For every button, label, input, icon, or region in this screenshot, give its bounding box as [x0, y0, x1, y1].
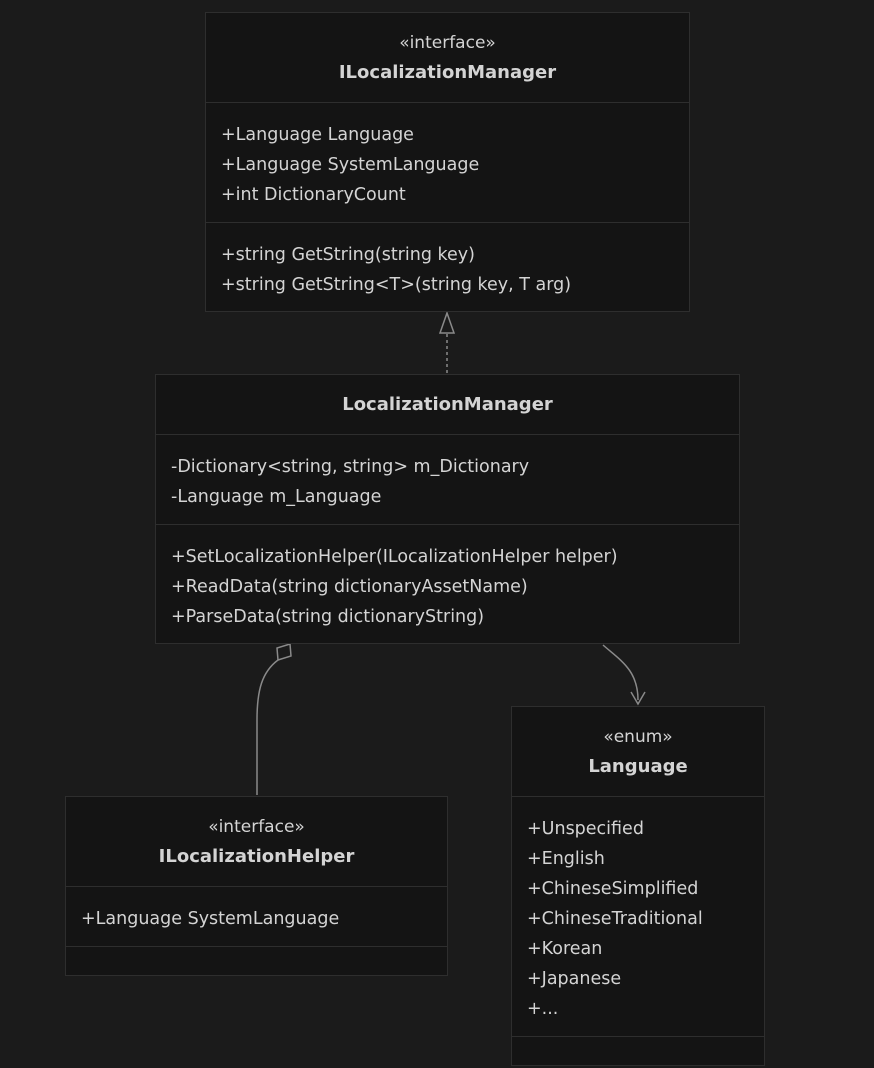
attribute: -Language m_Language	[171, 487, 382, 507]
method: +ParseData(string dictionaryString)	[171, 607, 485, 627]
methods-section	[512, 1037, 764, 1065]
enum-value: +English	[527, 849, 605, 869]
method: +string GetString(string key)	[221, 245, 475, 265]
aggregation-edge	[256, 659, 279, 795]
enum-value: +Japanese	[527, 969, 622, 989]
attribute: -Dictionary<string, string> m_Dictionary	[171, 457, 530, 477]
methods-section: +SetLocalizationHelper(ILocalizationHelp…	[156, 525, 739, 643]
method: +string GetString<T>(string key, T arg)	[221, 275, 572, 295]
enum-value: +ChineseSimplified	[527, 879, 699, 899]
attribute: +Language Language	[221, 125, 414, 145]
attribute: +int DictionaryCount	[221, 185, 406, 205]
class-name: ILocalizationManager	[338, 61, 557, 83]
class-name: LocalizationManager	[342, 393, 553, 415]
realization-arrowhead	[438, 310, 456, 334]
class-header: «interface» ILocalizationManager	[206, 13, 689, 103]
class-header: LocalizationManager	[156, 375, 739, 435]
attribute: +Language SystemLanguage	[221, 155, 480, 175]
methods-section	[66, 947, 447, 975]
enum-values-section: +Unspecified +English +ChineseSimplified…	[512, 797, 764, 1037]
methods-section: +string GetString(string key) +string Ge…	[206, 223, 689, 311]
enum-value: +Korean	[527, 939, 603, 959]
enum-value: +...	[527, 999, 559, 1019]
attributes-section: +Language Language +Language SystemLangu…	[206, 103, 689, 223]
aggregation-diamond	[276, 643, 292, 661]
class-header: «interface» ILocalizationHelper	[66, 797, 447, 887]
enum-language: «enum» Language +Unspecified +English +C…	[511, 706, 765, 1066]
attributes-section: -Dictionary<string, string> m_Dictionary…	[156, 435, 739, 525]
method: +ReadData(string dictionaryAssetName)	[171, 577, 528, 597]
stereotype-label: «enum»	[603, 726, 673, 747]
class-header: «enum» Language	[512, 707, 764, 797]
stereotype-label: «interface»	[399, 32, 496, 53]
stereotype-label: «interface»	[208, 816, 305, 837]
attribute: +Language SystemLanguage	[81, 909, 340, 929]
class-ilocalization-helper: «interface» ILocalizationHelper +Languag…	[65, 796, 448, 976]
association-edge	[602, 644, 639, 701]
class-localization-manager: LocalizationManager -Dictionary<string, …	[155, 374, 740, 644]
attributes-section: +Language SystemLanguage	[66, 887, 447, 947]
enum-value: +Unspecified	[527, 819, 644, 839]
association-arrowhead	[630, 691, 646, 706]
method: +SetLocalizationHelper(ILocalizationHelp…	[171, 547, 618, 567]
class-ilocalization-manager: «interface» ILocalizationManager +Langua…	[205, 12, 690, 312]
enum-value: +ChineseTraditional	[527, 909, 703, 929]
class-name: Language	[588, 755, 688, 777]
class-name: ILocalizationHelper	[158, 845, 355, 867]
